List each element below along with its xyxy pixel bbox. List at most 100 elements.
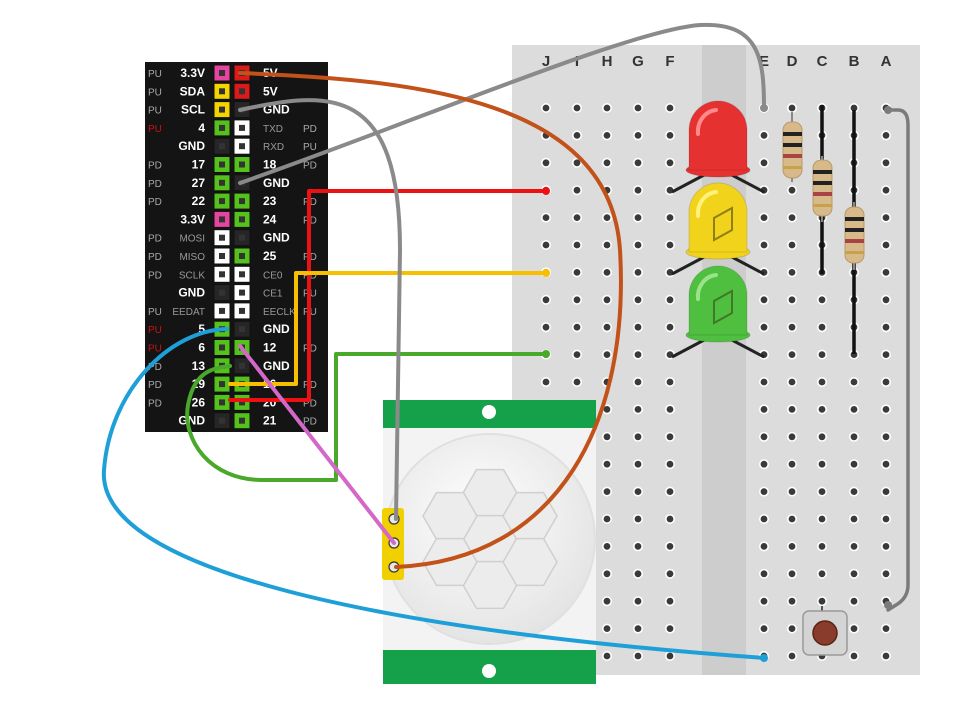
- wire-yellow-led: [228, 271, 548, 386]
- gpio-pin-left-socket: [219, 198, 225, 205]
- gpio-right-label: RXD: [263, 142, 284, 153]
- breadboard-hole: [816, 459, 827, 470]
- breadboard-hole: [880, 185, 891, 196]
- pir-lens-cell: [422, 537, 478, 587]
- breadboard-hole: [848, 596, 859, 607]
- breadboard-hole: [540, 157, 551, 168]
- breadboard-hole: [664, 596, 675, 607]
- breadboard-hole: [540, 212, 551, 223]
- breadboard-hole: [632, 322, 643, 333]
- gpio-left-label: 3.3V: [180, 66, 205, 80]
- gpio-left-label: 26: [192, 395, 206, 409]
- breadboard-hole: [758, 596, 769, 607]
- breadboard-hole: [664, 650, 675, 661]
- breadboard-hole: [880, 294, 891, 305]
- gpio-left-label: 22: [192, 194, 206, 208]
- breadboard-hole: [601, 513, 612, 524]
- gpio-left-label: SCLK: [179, 270, 205, 281]
- wire-ground-rail: [238, 22, 766, 185]
- gpio-pin-right-socket: [239, 362, 245, 369]
- led-highlight: [695, 273, 718, 301]
- gpio-right-label: 12: [263, 341, 277, 355]
- breadboard-hole: [664, 157, 675, 168]
- push-button-cap: [812, 620, 838, 646]
- gpio-pin-left-socket: [219, 381, 225, 388]
- breadboard-column-label: B: [849, 53, 860, 70]
- led-leg-cathode: [671, 172, 707, 194]
- gpio-pin-right-socket: [239, 216, 245, 223]
- breadboard-column-label: D: [787, 53, 798, 70]
- gpio-right-label: 21: [263, 414, 277, 428]
- breadboard-hole: [632, 130, 643, 141]
- breadboard-hole: [632, 459, 643, 470]
- gpio-left-pull: PU: [148, 87, 162, 98]
- gpio-left-label: MOSI: [179, 234, 205, 245]
- gpio-pin-right-socket: [239, 253, 245, 259]
- breadboard-hole: [664, 459, 675, 470]
- wire-pir-output: [238, 344, 396, 545]
- breadboard-hole: [601, 157, 612, 168]
- led-leg-cathode: [671, 254, 707, 276]
- breadboard-hole: [632, 596, 643, 607]
- breadboard-hole: [880, 486, 891, 497]
- breadboard-hole: [632, 376, 643, 387]
- gpio-pin-left-socket: [219, 399, 225, 406]
- breadboard-hole: [601, 130, 612, 141]
- breadboard-hole: [786, 240, 797, 251]
- breadboard-hole: [664, 513, 675, 524]
- gpio-left-label: GND: [178, 139, 205, 153]
- breadboard-hole: [601, 541, 612, 552]
- breadboard-hole: [786, 404, 797, 415]
- breadboard-hole: [601, 431, 612, 442]
- breadboard-hole: [758, 568, 769, 579]
- breadboard-column-label: I: [575, 53, 579, 70]
- gpio-left-pull: PD: [148, 179, 162, 190]
- led-green: [671, 265, 765, 359]
- breadboard-hole: [758, 486, 769, 497]
- breadboard-hole: [816, 431, 827, 442]
- gpio-pin-right-socket: [239, 124, 245, 131]
- breadboard-hole: [664, 130, 675, 141]
- gpio-left-label: 17: [192, 158, 206, 172]
- breadboard-hole: [664, 322, 675, 333]
- gpio-pin-left-socket: [219, 143, 225, 150]
- gpio-pin-right-socket: [239, 161, 245, 168]
- gpio-pin-right-socket: [239, 307, 245, 314]
- breadboard-hole: [816, 349, 827, 360]
- gpio-pin-left-socket: [219, 253, 225, 259]
- breadboard-hole: [540, 294, 551, 305]
- breadboard-hole: [816, 568, 827, 579]
- breadboard-hole: [571, 294, 582, 305]
- wire-endpoint: [760, 104, 768, 112]
- breadboard-hole: [664, 541, 675, 552]
- breadboard-hole: [601, 650, 612, 661]
- wires: [101, 22, 910, 660]
- gpio-right-label: 18: [263, 158, 277, 172]
- breadboard-hole: [816, 541, 827, 552]
- breadboard-hole: [848, 376, 859, 387]
- breadboard-hole: [880, 267, 891, 278]
- gpio-pin-left-socket: [219, 307, 225, 314]
- breadboard-hole: [816, 486, 827, 497]
- led-die: [713, 206, 733, 242]
- gpio-pin-right-socket: [239, 417, 245, 424]
- gpio-pin-right-socket: [239, 399, 245, 406]
- gpio-left-label: GND: [178, 414, 205, 428]
- gpio-pin-right-socket: [239, 234, 245, 241]
- breadboard-hole: [601, 212, 612, 223]
- gpio-right-pull: PD: [303, 417, 317, 428]
- breadboard-hole: [786, 568, 797, 579]
- breadboard-hole: [571, 212, 582, 223]
- gpio-left-label: 4: [198, 121, 205, 135]
- gpio-pin-right-socket: [239, 143, 245, 150]
- breadboard-hole: [880, 349, 891, 360]
- breadboard-hole: [632, 650, 643, 661]
- breadboard-column-label: J: [542, 53, 550, 70]
- gpio-right-label: GND: [263, 176, 290, 190]
- gpio-pin-left-socket: [219, 344, 225, 351]
- breadboard-hole: [880, 376, 891, 387]
- breadboard-hole: [816, 513, 827, 524]
- gpio-pin-left-socket: [219, 179, 225, 186]
- gpio-pin-right-socket: [239, 198, 245, 205]
